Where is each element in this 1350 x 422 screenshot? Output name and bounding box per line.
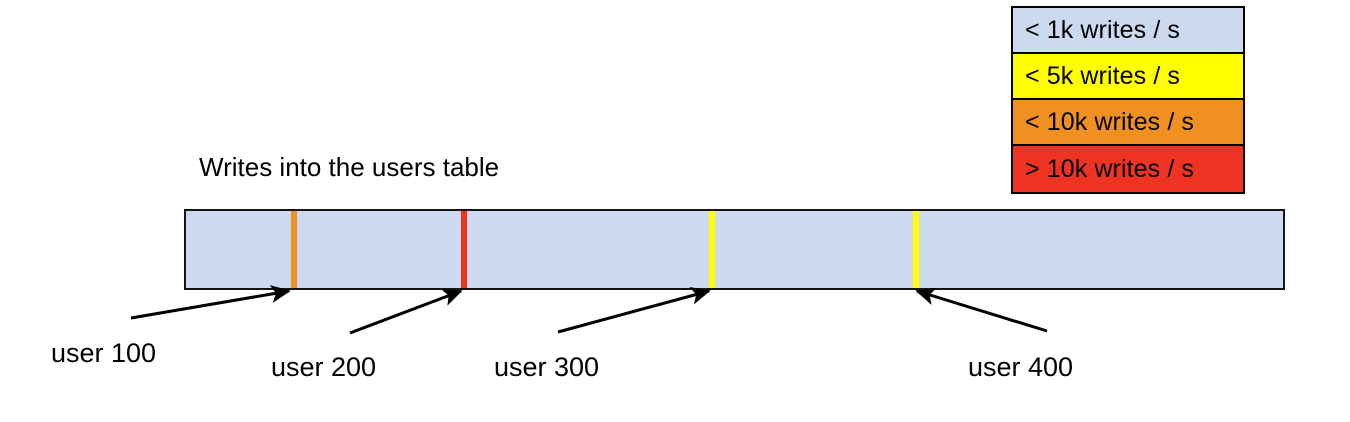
callout-label-user-400: user 400 <box>968 352 1074 382</box>
legend-label-gt-10k: > 10k writes / s <box>1025 154 1195 183</box>
callout-arrow-user-300 <box>557 287 711 334</box>
legend-row-lt-1k: < 1k writes / s <box>1013 8 1243 54</box>
user-200-stripe <box>461 211 468 288</box>
user-100-stripe <box>291 211 298 288</box>
legend-row-lt-10k: < 10k writes / s <box>1013 100 1243 146</box>
callout-arrow-user-100 <box>130 285 291 320</box>
legend-label-lt-1k: < 1k writes / s <box>1025 15 1181 44</box>
callout-label-user-100: user 100 <box>51 338 157 368</box>
callout-arrow-user-200 <box>349 288 463 335</box>
legend-label-lt-5k: < 5k writes / s <box>1025 61 1181 90</box>
user-300-stripe <box>709 211 716 288</box>
legend: < 1k writes / s < 5k writes / s < 10k wr… <box>1011 6 1245 194</box>
legend-row-lt-5k: < 5k writes / s <box>1013 54 1243 100</box>
legend-label-lt-10k: < 10k writes / s <box>1025 107 1195 136</box>
users-table-bar-fill <box>186 211 1283 288</box>
callout-label-user-300: user 300 <box>494 352 600 382</box>
legend-row-gt-10k: > 10k writes / s <box>1013 146 1243 192</box>
user-400-stripe <box>913 211 920 288</box>
callout-label-user-200: user 200 <box>271 352 377 382</box>
users-table-bar <box>184 209 1285 290</box>
diagram-title: Writes into the users table <box>199 152 500 182</box>
callout-arrow-user-400 <box>915 287 1048 333</box>
